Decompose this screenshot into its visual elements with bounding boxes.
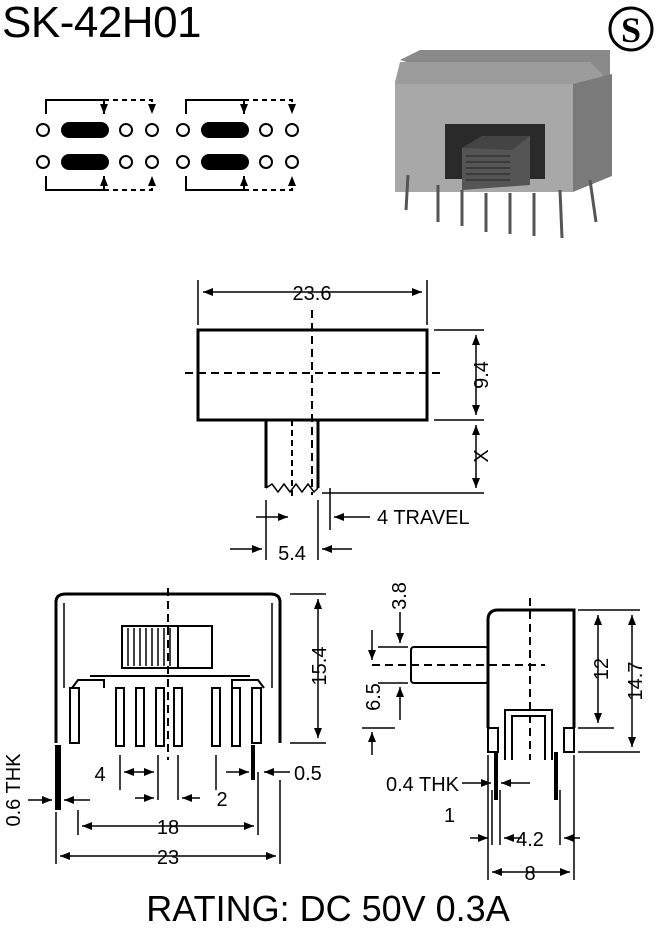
dim-side-42: 4.2 <box>516 829 544 851</box>
dim-pin-pitch-2: 2 <box>216 789 227 811</box>
dim-side-65: 6.5 <box>363 683 385 711</box>
dim-travel: 4 TRAVEL <box>377 507 470 529</box>
dim-side-8: 8 <box>524 863 535 885</box>
dim-top-height: 9.4 <box>471 361 493 389</box>
dim-actuator-x: X <box>471 449 493 462</box>
logo-letter: S <box>621 10 641 50</box>
dim-front-height: 15.4 <box>309 647 331 686</box>
dim-span-18: 18 <box>157 817 179 839</box>
dim-side-12: 12 <box>591 658 613 680</box>
dim-side-38: 3.8 <box>389 582 411 610</box>
brand-logo: S <box>608 6 654 52</box>
circuit-pole-right <box>176 99 299 191</box>
dim-side-147: 14.7 <box>625 662 647 701</box>
model-title: SK-42H01 <box>2 0 202 47</box>
dim-thickness-left: 0.6 THK <box>3 753 25 827</box>
dim-pin-pitch-4: 4 <box>94 764 105 786</box>
dim-span-23: 23 <box>157 847 179 869</box>
dim-top-width: 23.6 <box>293 283 332 305</box>
product-illustration <box>395 50 612 239</box>
dim-pin-width: 0.5 <box>294 763 322 785</box>
front-view <box>28 588 326 864</box>
dim-side-1: 1 <box>444 805 455 827</box>
dim-actuator-width: 5.4 <box>278 543 306 565</box>
circuit-schematic <box>36 99 299 191</box>
rating-text: RATING: DC 50V 0.3A <box>146 888 510 929</box>
top-view <box>185 280 484 560</box>
dim-side-thk: 0.4 THK <box>386 774 460 796</box>
circuit-pole-left <box>36 99 159 191</box>
side-view <box>362 598 640 880</box>
